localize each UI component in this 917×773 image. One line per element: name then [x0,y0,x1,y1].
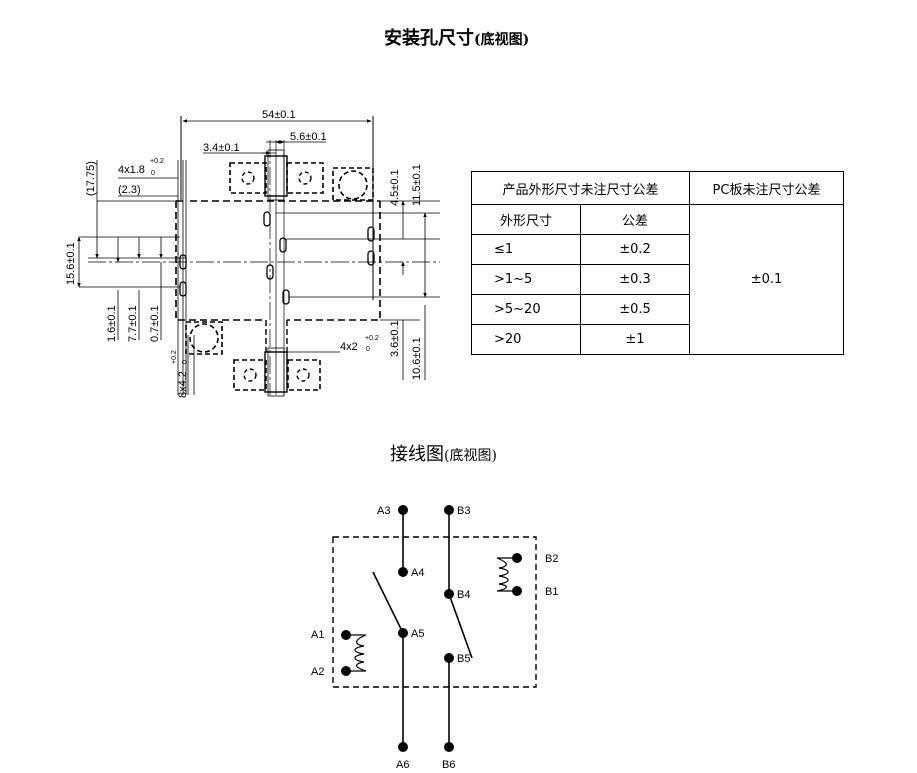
relay-housing-outline [332,536,537,688]
dim-10-6: 10.6±0.1 [411,337,423,380]
dim-4-5: 4.5±0.1 [389,169,401,206]
tolerance-table: 产品外形尺寸未注尺寸公差 PC板未注尺寸公差 外形尺寸 公差 ±0.1 ≤1 ±… [471,171,844,355]
coil-b [496,557,517,592]
column-size: 外形尺寸 [471,204,581,235]
mounting-outline [88,116,440,397]
dim-3-6: 3.6±0.1 [389,320,401,357]
wiring-terminals [341,505,522,752]
terminal-b2 [512,553,522,563]
terminal-a6 [398,742,408,752]
wiring-title-sub: (底视图) [444,448,497,464]
label-a2: A2 [311,666,324,678]
label-a6: A6 [396,759,409,771]
dim-8x4-2-tol0: 0 [182,360,189,364]
label-b6: B6 [442,759,455,771]
dim-2-3: (2.3) [118,184,141,196]
column-tolerance: 公差 [580,204,690,235]
wiring-title: 接线图(底视图) [390,440,497,466]
dim-3-4: 3.4±0.1 [203,142,240,154]
label-b4: B4 [457,589,470,601]
dim-11-5: 11.5±0.1 [411,164,423,206]
terminal-b3 [444,505,454,515]
label-a5: A5 [411,628,424,640]
mounting-title-main: 安装孔尺寸 [384,28,474,49]
dim-54: 54±0.1 [262,109,296,121]
dim-15-6: 15.6±0.1 [65,242,77,285]
dim-4x2-tol0: 0 [366,346,370,353]
row-tolerance: ±0.5 [580,294,690,325]
label-b1: B1 [545,586,558,598]
wiring-labels: A3 A4 A5 A6 A1 A2 B3 B4 B5 B6 B2 B1 [311,505,558,771]
coil-a [346,634,367,672]
mounting-title-sub: (底视图) [474,32,530,48]
row-size: >5~20 [471,294,581,325]
mounting-hole-title: 安装孔尺寸(底视图) [384,24,529,50]
label-a3: A3 [377,505,390,517]
header-product-tolerance: 产品外形尺寸未注尺寸公差 [471,171,690,205]
label-a4: A4 [411,567,424,579]
terminal-b1 [512,586,522,596]
dim-8x4-2-tol: +0.2 [171,350,178,364]
label-a1: A1 [311,629,324,641]
label-b5: B5 [457,653,470,665]
dim-4x1-8-tol0: 0 [151,170,155,177]
terminal-a4 [398,567,408,577]
terminal-a5 [398,628,408,638]
dim-4x1-8: 4x1.8 [118,164,145,176]
dim-4x2: 4x2 [340,341,358,353]
row-size: >20 [471,324,581,355]
terminal-b6 [444,742,454,752]
dim-8x4-2: 8x4.2 [177,371,189,398]
wiring-title-main: 接线图 [390,444,444,465]
dim-4x2-tol: +0.2 [365,335,379,342]
dimension-lines [77,119,440,395]
dim-4x1-8-tol: +0.2 [150,158,164,165]
header-pc-tolerance: PC板未注尺寸公差 [689,171,844,205]
terminal-a2 [341,666,351,676]
dimension-labels: 54±0.1 5.6±0.1 3.4±0.1 4x1.8 +0.2 0 (2.3… [65,109,423,398]
terminal-b5 [444,653,454,663]
dim-7-7: 7.7±0.1 [127,305,139,342]
contact-arm-b [448,593,473,659]
terminal-a1 [341,630,351,640]
label-b2: B2 [545,553,558,565]
wiring-diagram [332,510,537,747]
dim-1-6: 1.6±0.1 [106,305,118,342]
row-tolerance: ±1 [580,324,690,355]
terminal-a3 [398,505,408,515]
terminal-b4 [444,589,454,599]
label-b3: B3 [457,505,470,517]
dim-0-7: 0.7±0.1 [149,305,161,342]
row-tolerance: ±0.2 [580,234,690,265]
row-tolerance: ±0.3 [580,264,690,295]
dim-17-75: (17.75) [85,161,97,196]
dim-5-6: 5.6±0.1 [290,131,327,143]
contact-arm-a [372,571,404,634]
row-size: >1~5 [471,264,581,295]
pc-tolerance-value: ±0.1 [689,204,844,355]
row-size: ≤1 [471,234,581,265]
